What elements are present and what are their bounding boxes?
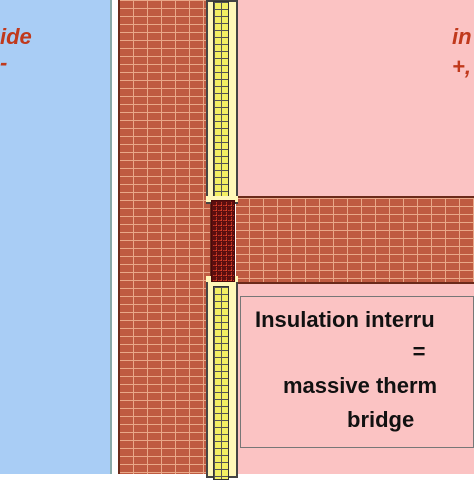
inside-temp-label: +, — [452, 54, 471, 79]
insulation-layer-lower — [206, 280, 238, 480]
annotation-line-1: Insulation interru — [255, 307, 435, 332]
annotation-line-2: = — [412, 339, 426, 364]
insulation-grid-lower — [213, 286, 229, 480]
annotation-box: Insulation interru = massive therm bridg… — [240, 296, 474, 448]
floor-slab — [236, 196, 474, 284]
insulation-edge-top — [206, 196, 238, 202]
inside-side-label: in — [452, 24, 472, 49]
annotation-line-3: massive therm — [283, 373, 438, 398]
annotation-line-4: bridge — [347, 407, 415, 432]
insulation-grid-upper — [213, 1, 229, 197]
outside-side-label: ide — [0, 24, 32, 49]
thermal-bridge-zone — [211, 200, 235, 282]
outside-temp-label: - — [0, 50, 8, 75]
brick-wall — [118, 0, 212, 474]
insulation-layer-upper — [206, 0, 238, 204]
outside-air-zone — [0, 0, 112, 474]
